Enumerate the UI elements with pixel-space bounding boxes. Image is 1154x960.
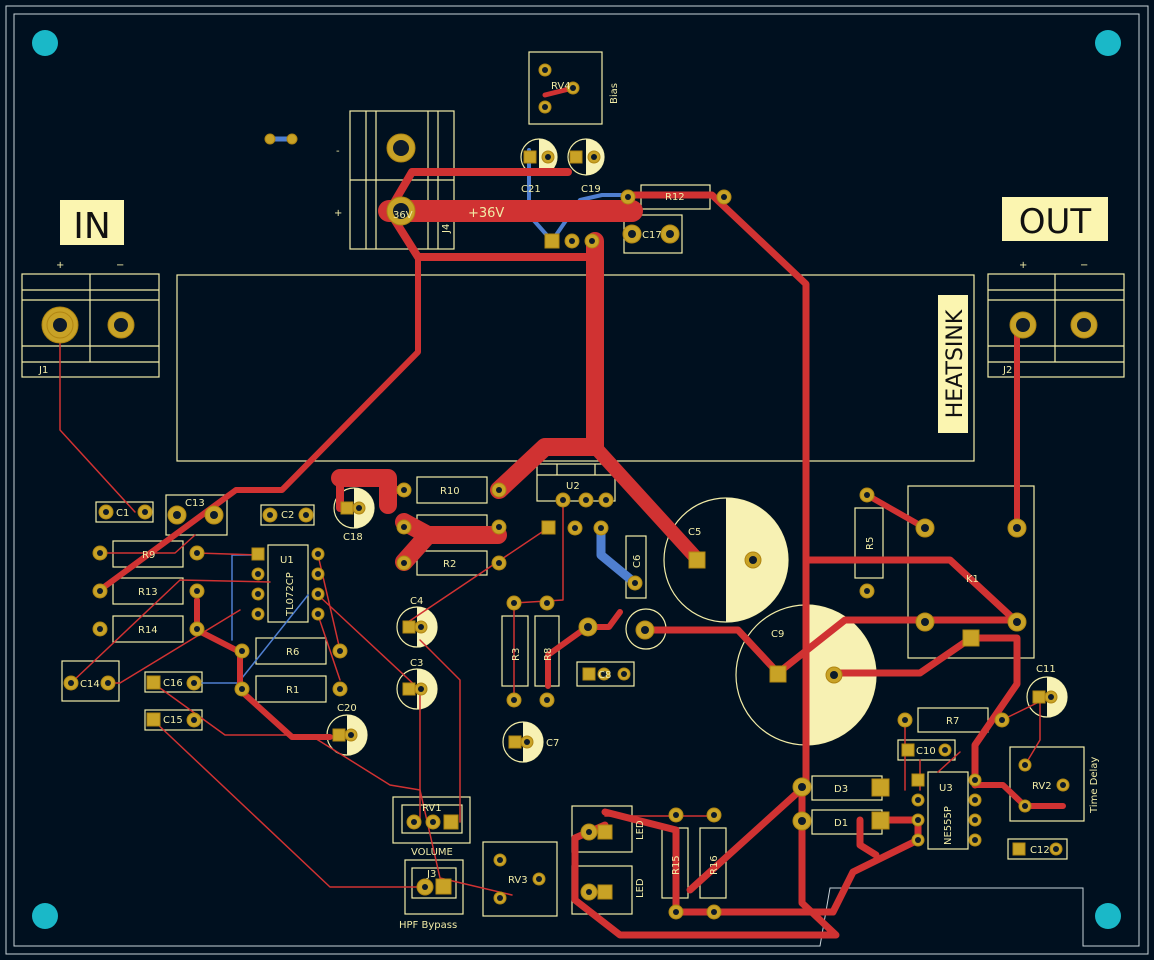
ref-r6: R6 [286, 647, 299, 658]
ref-c15: C15 [163, 715, 183, 726]
plus36v-label: +36V [468, 206, 504, 221]
out-label: OUT [1019, 202, 1092, 242]
mounting-holes [32, 30, 1121, 929]
ref-r1: R1 [286, 685, 299, 696]
j2-minus-label: − [1080, 260, 1088, 271]
ref-rv1: RV1 [422, 803, 442, 814]
ref-rv2: RV2 [1032, 781, 1052, 792]
ref-rv4: RV4 [551, 81, 571, 92]
ref-r7: R7 [946, 716, 959, 727]
ref-r14: R14 [138, 625, 158, 636]
in-label: IN [73, 206, 111, 247]
ref-r15: R15 [671, 855, 682, 875]
ref-k1: K1 [966, 574, 979, 585]
ref-c20: C20 [337, 703, 357, 714]
ref-u3: U3 [939, 783, 953, 794]
ref-r5: R5 [865, 537, 876, 550]
j4-pad-label: 36V [393, 210, 413, 221]
ref-c7: C7 [546, 738, 559, 749]
u3-part-label: NE555P [943, 806, 954, 845]
ref-c3: C3 [410, 658, 423, 669]
mounting-hole-bottom-left [32, 903, 58, 929]
ref-c6: C6 [632, 555, 643, 568]
j4-minus-label: - [336, 146, 340, 157]
ref-rv3: RV3 [508, 875, 528, 886]
heatsink-outline [176, 274, 975, 462]
ref-j4: J4 [441, 224, 452, 234]
ref-r10: R10 [440, 486, 460, 497]
in-label-group: IN [60, 200, 124, 247]
ref-c21: C21 [521, 184, 541, 195]
j1-minus-label: − [116, 260, 124, 271]
j1-plus-label: + [56, 260, 64, 271]
hpf-bypass-label: HPF Bypass [399, 920, 457, 931]
ref-c9: C9 [771, 629, 784, 640]
ref-c12: C12 [1030, 845, 1050, 856]
ref-c11: C11 [1036, 664, 1056, 675]
j4-plus-label: + [334, 208, 342, 219]
ref-c19: C19 [581, 184, 601, 195]
ref-d3: D3 [834, 784, 848, 795]
ref-c17: C17 [642, 230, 662, 241]
mounting-hole-bottom-right [1095, 903, 1121, 929]
ref-r13: R13 [138, 587, 158, 598]
ref-r8: R8 [543, 648, 554, 661]
mounting-hole-top-right [1095, 30, 1121, 56]
ref-c16: C16 [163, 678, 183, 689]
time-delay-label: Time Delay [1089, 757, 1100, 814]
ref-r3: R3 [511, 648, 522, 661]
pads [41, 63, 1098, 920]
ref-c1: C1 [116, 508, 129, 519]
bias-label: Bias [609, 83, 620, 104]
ref-c4: C4 [410, 596, 423, 607]
board-outline [5, 5, 1149, 955]
ref-j1: J1 [38, 365, 48, 376]
out-label-group: OUT [1002, 197, 1108, 242]
j2-plus-label: + [1019, 260, 1027, 271]
ref-r2: R2 [443, 559, 456, 570]
ref-u2: U2 [566, 481, 580, 492]
ref-r16: R16 [709, 855, 720, 875]
ref-c13: C13 [185, 498, 205, 509]
volume-label: VOLUME [411, 847, 453, 858]
ref-j2: J2 [1002, 365, 1012, 376]
led1-label: LED [635, 820, 646, 840]
ref-d1: D1 [834, 818, 848, 829]
ref-r12: R12 [665, 192, 685, 203]
ref-u1: U1 [280, 555, 294, 566]
ref-c18: C18 [343, 532, 363, 543]
heatsink-label: HEATSINK [943, 309, 968, 418]
ref-c8: C8 [598, 670, 611, 681]
ref-j3: J3 [426, 869, 436, 880]
ref-c14: C14 [80, 679, 100, 690]
u1-part-label: TL072CP [285, 572, 296, 617]
ref-c5: C5 [688, 527, 701, 538]
silkscreen-text: + − + − - + 36V +36V Bias VOLUME HPF Byp… [38, 81, 1100, 931]
heatsink-label-group: HEATSINK [938, 295, 968, 433]
ref-r9: R9 [142, 550, 155, 561]
ref-c2: C2 [281, 510, 294, 521]
mounting-hole-top-left [32, 30, 58, 56]
ref-c10: C10 [916, 746, 936, 757]
led2-label: LED [635, 878, 646, 898]
